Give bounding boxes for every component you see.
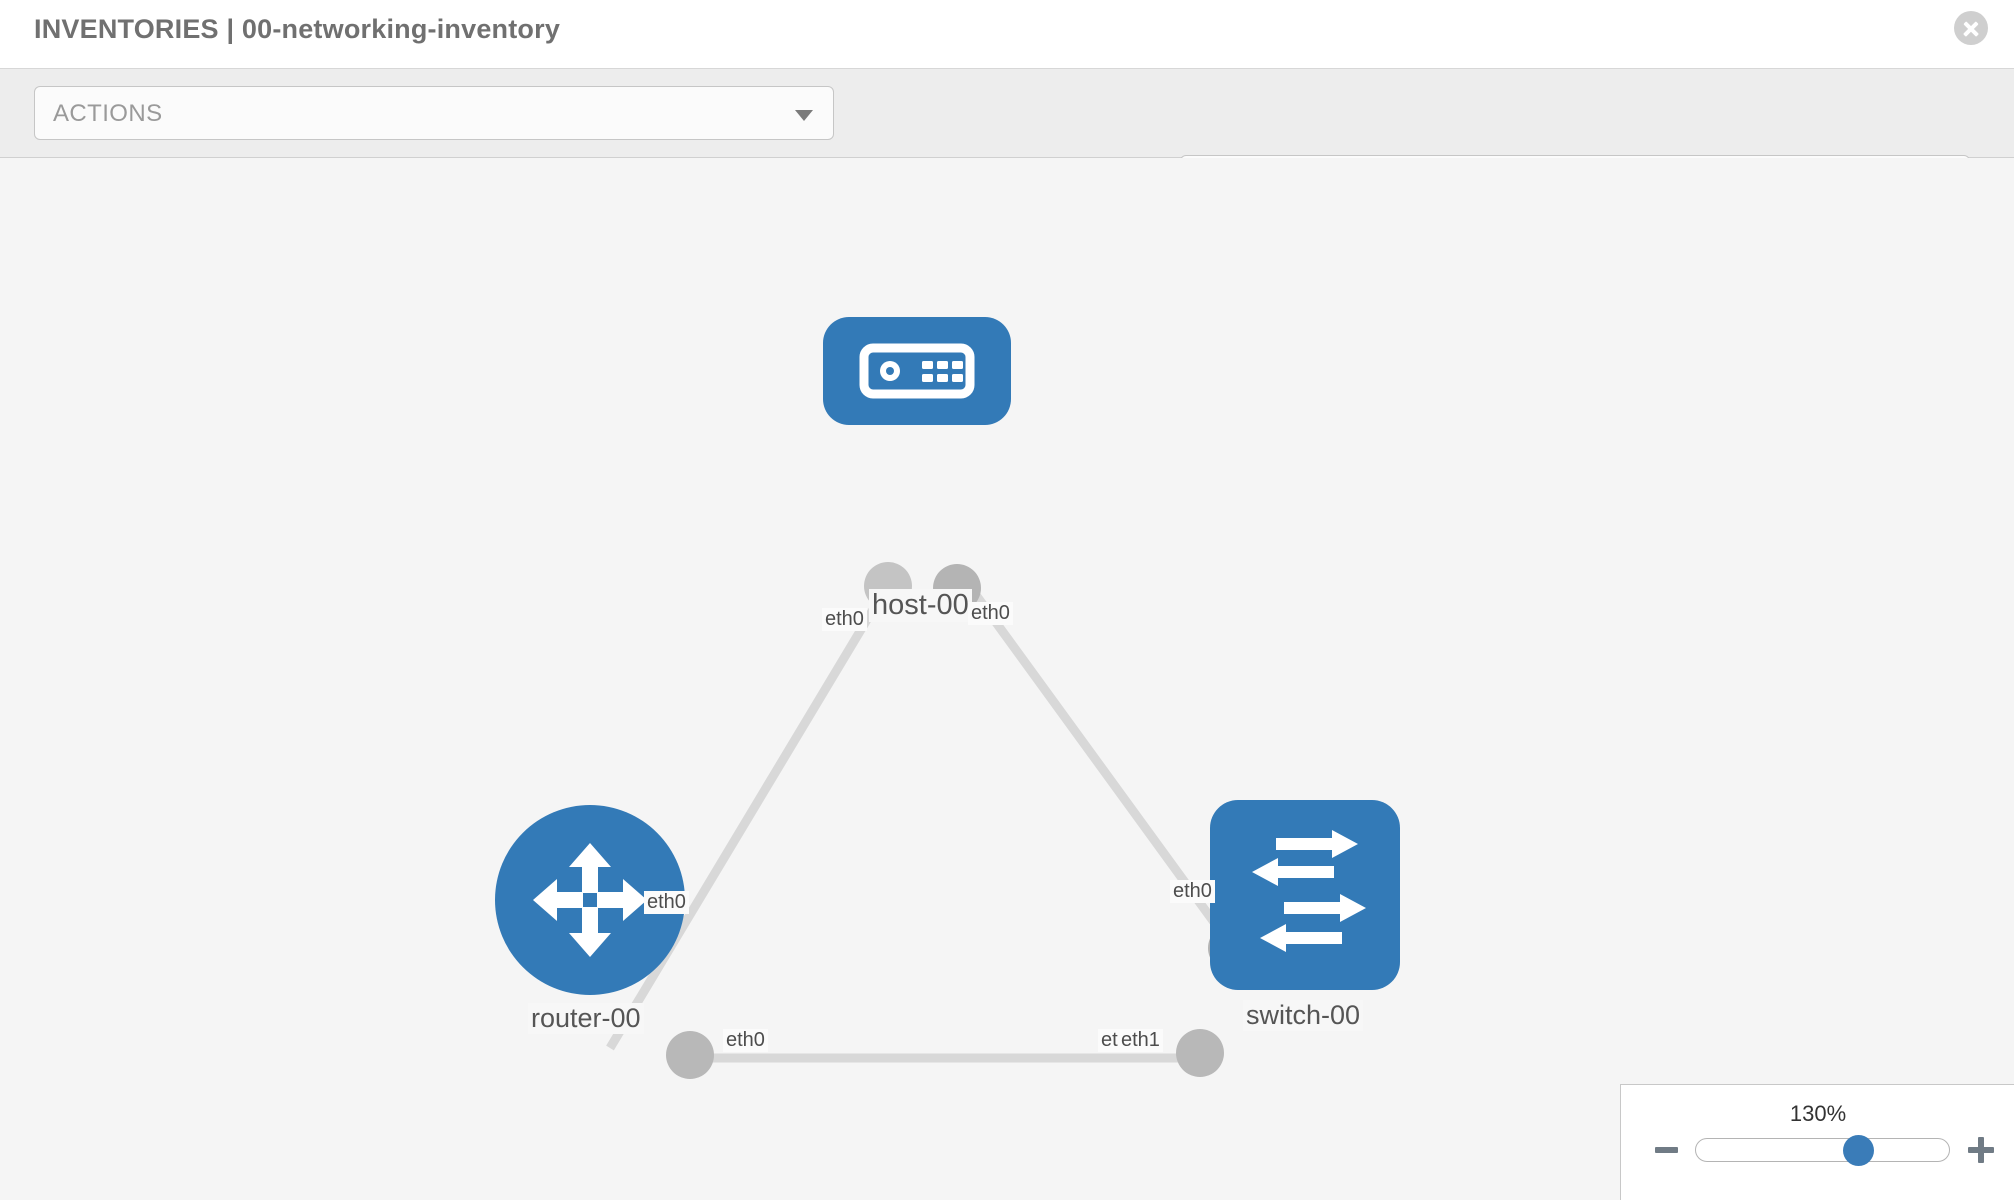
actions-dropdown-label: ACTIONS [53, 100, 163, 127]
router-four-arrows-icon-arrows [533, 843, 647, 957]
node-switch-00-label: switch-00 [1243, 1000, 1364, 1031]
server-device-icon-led-center [886, 367, 894, 375]
server-device-icon [859, 343, 975, 399]
switch-arrows-icon-arrows [1252, 830, 1366, 952]
page-title: INVENTORIES | 00-networking-inventory [34, 14, 561, 44]
topology-links [606, 570, 1244, 1063]
interface-label-switch-up: eth0 [1170, 880, 1215, 903]
endpoint-router-right[interactable] [666, 1031, 714, 1079]
topology-canvas[interactable]: host-00 eth0 eth0 router-00 [0, 158, 2014, 1200]
topology-graph [606, 562, 1256, 1079]
toolbar: ACTIONS SEARCH [0, 68, 2014, 209]
node-switch-00-shape [1210, 800, 1400, 990]
server-device-icon-ports [922, 361, 963, 382]
minus-icon[interactable] [1655, 1147, 1678, 1153]
plus-icon[interactable] [1968, 1137, 1994, 1163]
node-switch-00[interactable] [1210, 800, 1400, 990]
interface-label-host-left: eth0 [822, 608, 867, 631]
router-four-arrows-icon [533, 843, 647, 957]
zoom-slider-track[interactable] [1695, 1138, 1950, 1162]
topology-endpoints [666, 562, 1256, 1079]
chevron-down-icon [795, 110, 813, 121]
window-header: INVENTORIES | 00-networking-inventory [0, 0, 2014, 68]
interface-label-host-right: eth0 [968, 602, 1013, 625]
server-device-icon-body [859, 343, 975, 399]
node-router-00-label: router-00 [528, 1003, 644, 1034]
link-host-router[interactable] [606, 570, 899, 1051]
zoom-level-value: 130% [1789, 1101, 1847, 1126]
interface-label-switch-left: eth1 [1118, 1029, 1163, 1052]
zoom-slider-handle[interactable] [1843, 1135, 1874, 1166]
actions-dropdown[interactable]: ACTIONS [34, 86, 834, 140]
switch-arrows-icon [1252, 830, 1366, 952]
zoom-control-panel: 130% [1620, 1084, 2014, 1200]
node-host-00-shape [823, 317, 1011, 425]
close-icon[interactable] [1954, 11, 1988, 45]
node-host-00[interactable] [823, 317, 1011, 425]
interface-label-router-right: eth0 [723, 1029, 768, 1052]
node-host-00-label: host-00 [869, 589, 972, 622]
interface-label-router-up: eth0 [644, 891, 689, 914]
endpoint-switch-left[interactable] [1176, 1029, 1224, 1077]
plus-icon-horizontal [1968, 1147, 1994, 1153]
